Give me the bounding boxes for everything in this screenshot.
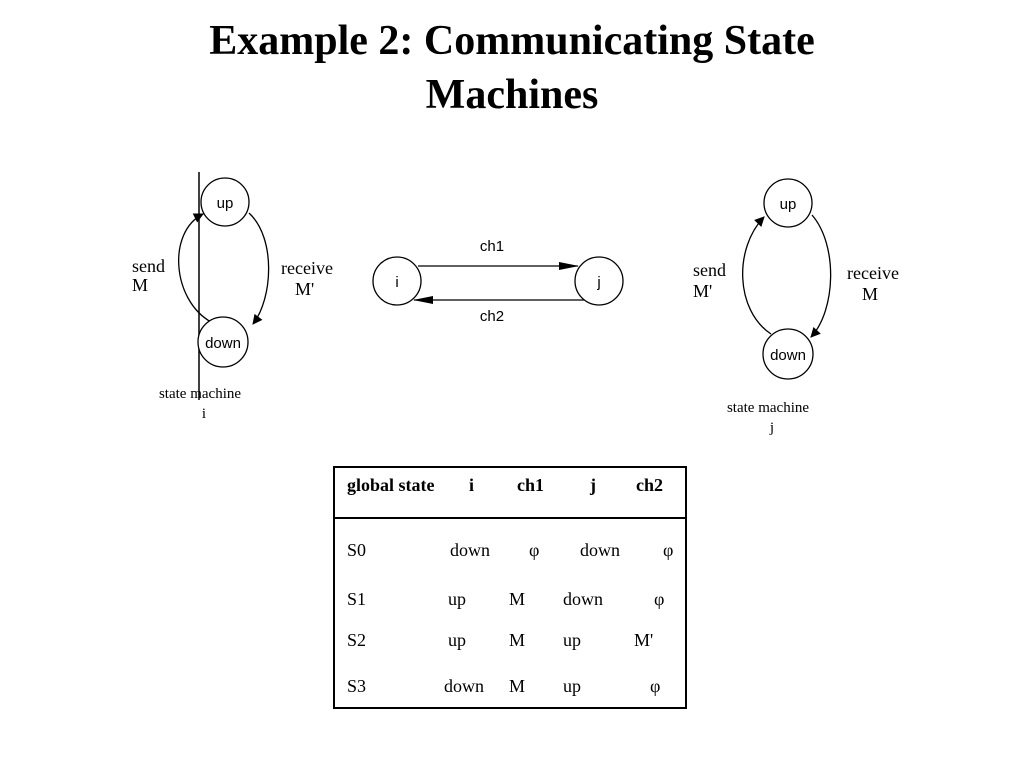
machine-j-receive-label: receive bbox=[847, 263, 899, 283]
table-cell-state: S2 bbox=[347, 630, 367, 650]
process-node-i-label: i bbox=[395, 274, 398, 291]
table-header-ch1: ch1 bbox=[517, 475, 544, 495]
table-header-ch2: ch2 bbox=[636, 475, 663, 495]
global-state-table bbox=[333, 466, 687, 709]
table-cell-j: up bbox=[563, 676, 581, 696]
channel-ch2-label: ch2 bbox=[480, 308, 504, 325]
machine-i-caption: state machine bbox=[159, 386, 241, 402]
machine-j-state-down bbox=[762, 328, 814, 380]
channel-ch1-label: ch1 bbox=[480, 238, 504, 255]
process-node-j-label: j bbox=[596, 274, 600, 291]
table-cell-i: down bbox=[450, 540, 490, 560]
machine-i-state-down bbox=[197, 316, 249, 368]
machine-j-send-arc bbox=[742, 216, 772, 335]
title-line-1: Example 2: Communicating State bbox=[209, 18, 815, 64]
state-machine-i: up down send M receive M' state machine … bbox=[132, 172, 333, 422]
table-header-j: j bbox=[590, 475, 596, 495]
table-cell-i: up bbox=[448, 630, 466, 650]
machine-i-receive-message: M' bbox=[295, 279, 314, 299]
title-line-2: Machines bbox=[425, 72, 599, 118]
table-cell-ch1: M bbox=[509, 630, 526, 650]
table-cell-ch1: M bbox=[509, 676, 526, 696]
table-cell-state: S1 bbox=[347, 589, 367, 609]
table-header-divider bbox=[333, 517, 687, 519]
machine-j-send-label: send bbox=[693, 260, 726, 280]
machine-j-receive-message: M bbox=[862, 284, 878, 304]
process-node-i bbox=[372, 256, 422, 306]
machine-j-state-up bbox=[763, 178, 813, 228]
machine-i-receive-arc bbox=[248, 212, 270, 325]
table-cell-ch2: M' bbox=[634, 630, 654, 650]
process-node-j bbox=[574, 256, 624, 306]
machine-j-caption: state machine bbox=[727, 400, 809, 416]
machine-i-state-down-label: down bbox=[205, 335, 241, 352]
table-cell-ch2: φ bbox=[654, 589, 665, 609]
machine-i-receive-label: receive bbox=[281, 258, 333, 278]
table-cell-i: up bbox=[448, 589, 466, 609]
table-cell-ch2: φ bbox=[663, 540, 674, 560]
machine-i-state-up-label: up bbox=[217, 195, 234, 212]
table-cell-state: S3 bbox=[347, 676, 367, 696]
table-cell-j: down bbox=[580, 540, 620, 560]
table-cell-ch1: M bbox=[509, 589, 526, 609]
table-header-i: i bbox=[469, 475, 475, 495]
table-cell-ch1: φ bbox=[529, 540, 540, 560]
table-header-global-state: global state bbox=[347, 475, 435, 495]
machine-i-send-arc bbox=[178, 213, 212, 323]
machine-i-send-message: M bbox=[132, 275, 148, 295]
table-cell-ch2: φ bbox=[650, 676, 661, 696]
machine-j-caption-id: j bbox=[769, 420, 774, 436]
table-cell-j: up bbox=[563, 630, 581, 650]
table-cell-state: S0 bbox=[347, 540, 367, 560]
table-cell-j: down bbox=[563, 589, 603, 609]
machine-j-state-up-label: up bbox=[780, 196, 797, 213]
machine-j-state-down-label: down bbox=[770, 347, 806, 364]
machine-j-receive-arc bbox=[810, 214, 832, 338]
machine-i-send-label: send bbox=[132, 256, 165, 276]
page-title: Example 2: Communicating State Machines bbox=[0, 14, 1024, 122]
machine-i-state-up bbox=[200, 177, 250, 227]
channel-diagram: i j ch1 ch2 bbox=[372, 238, 624, 325]
table-cell-i: down bbox=[444, 676, 484, 696]
machine-j-send-message: M' bbox=[693, 281, 712, 301]
state-machine-j: up down send M' receive M state machine … bbox=[693, 178, 899, 436]
machine-i-caption-id: i bbox=[202, 406, 206, 422]
